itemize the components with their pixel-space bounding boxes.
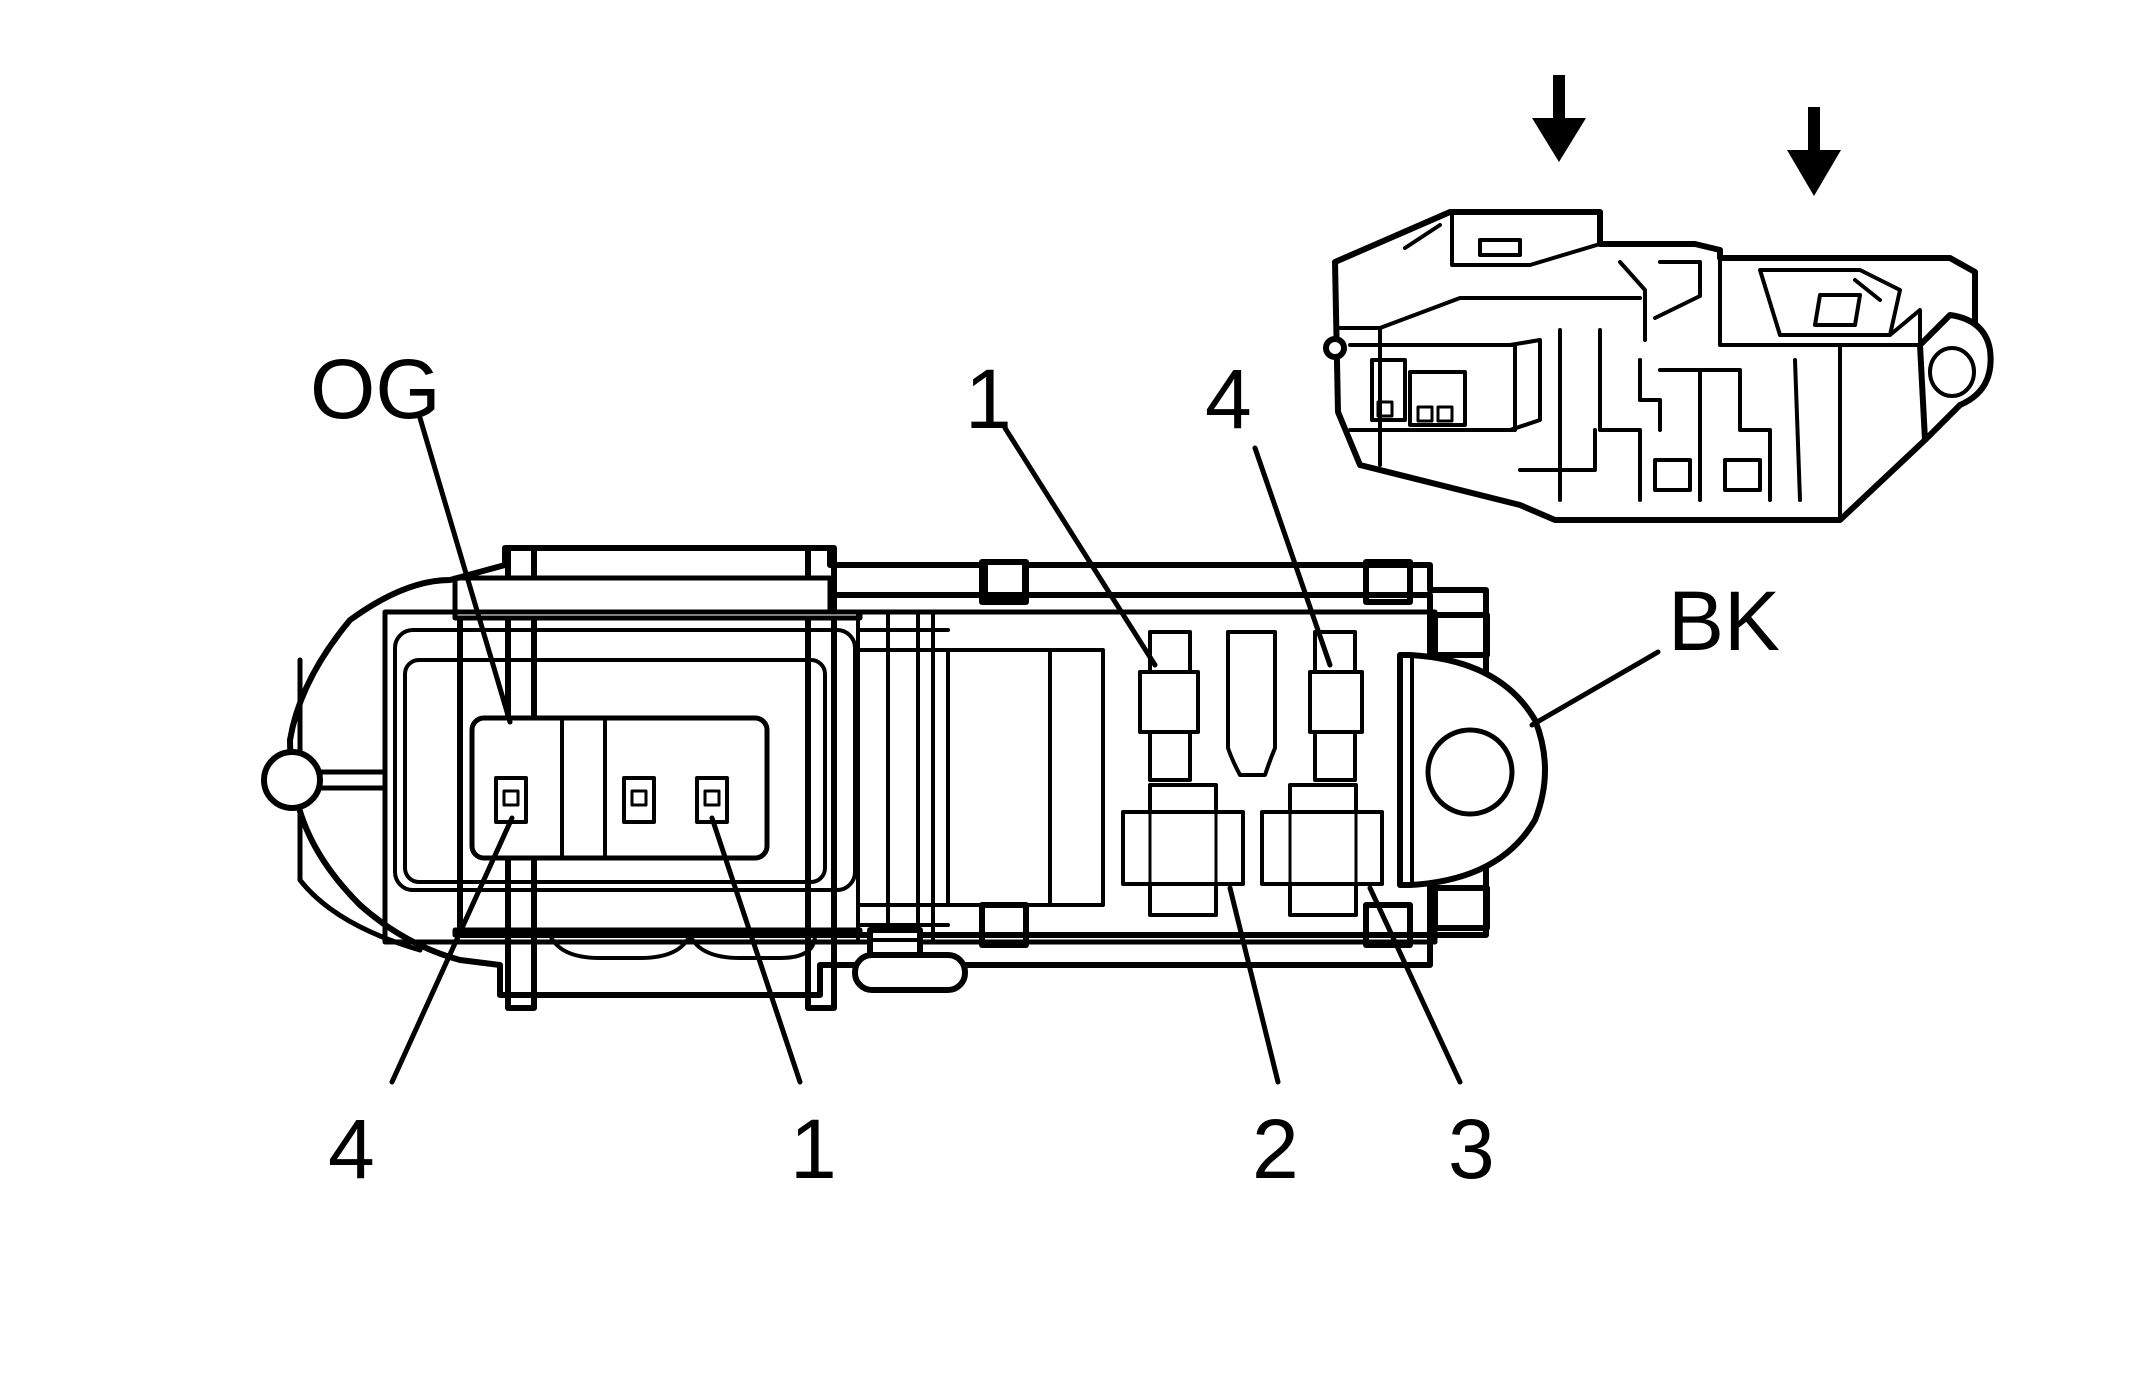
arrow-down-icon	[1787, 107, 1841, 196]
og-connector	[469, 715, 770, 861]
bk-pin-4-label: 4	[1205, 352, 1252, 446]
connector-face-view	[261, 545, 1548, 1011]
bk-pin-2-label: 2	[1252, 1102, 1299, 1196]
og-pin-1-label: 1	[790, 1102, 837, 1196]
bk-label: BK	[1668, 574, 1780, 668]
connector-isometric-view	[1323, 75, 1994, 523]
og-pin-4-label: 4	[328, 1102, 375, 1196]
bk-terminals	[1121, 630, 1384, 917]
latch-section	[852, 610, 1105, 993]
arrow-down-icon	[1532, 75, 1586, 162]
bk-pin-1-label: 1	[965, 352, 1012, 446]
og-label: OG	[310, 342, 441, 436]
bk-pin-3-label: 3	[1448, 1102, 1495, 1196]
leader-lines	[389, 415, 1661, 1085]
